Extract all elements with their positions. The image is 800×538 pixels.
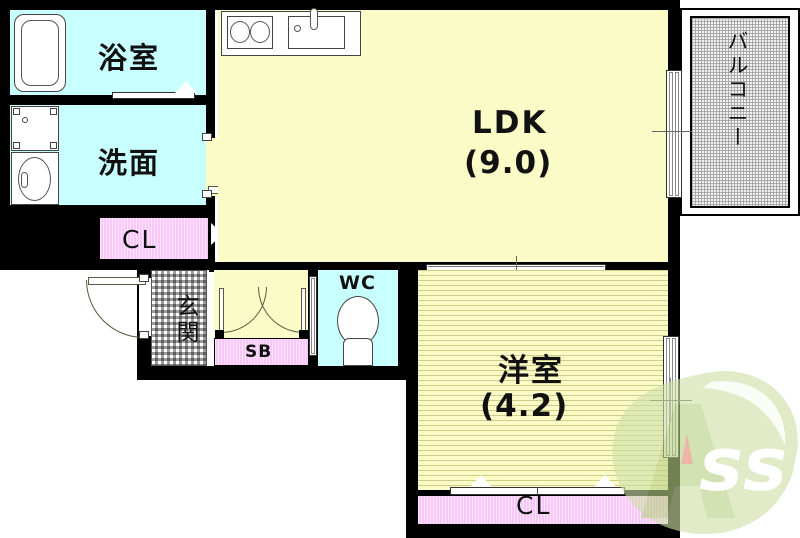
room-area-bedroom: (4.2) xyxy=(480,388,569,424)
room-label-wc: WC xyxy=(339,272,376,294)
room-shoebox-floor xyxy=(214,338,310,366)
watermark-text: ssist xyxy=(699,422,798,508)
wall-bedroom-bottom xyxy=(406,524,680,538)
washroom-door-hinge-top xyxy=(202,133,212,141)
bedroom-window-mullion-v xyxy=(670,378,671,422)
wall-right-mid xyxy=(668,196,680,271)
entrance-door-hinge-bottom xyxy=(139,331,149,339)
entrance-door-leaf[interactable] xyxy=(88,277,146,285)
entrance-door-hinge-top xyxy=(139,274,149,282)
room-label-shoebox: SB xyxy=(245,342,273,362)
toilet-tank xyxy=(343,338,373,366)
shoebox-jamb-left xyxy=(215,330,224,339)
washroom-door-hinge-bottom xyxy=(202,190,212,198)
wash-basin-faucet xyxy=(21,172,28,188)
balcony-slider-mullion-v xyxy=(672,110,673,152)
wall-bedroom-left xyxy=(406,262,420,538)
room-area-ldk: (9.0) xyxy=(464,145,553,181)
stove-burner-right xyxy=(250,21,270,43)
room-closet-hall-floor xyxy=(99,217,209,260)
room-label-genkan: 玄関 xyxy=(172,294,198,346)
balcony-slider-pane-b[interactable] xyxy=(675,72,679,196)
closet-bedroom-fold-icon-left xyxy=(470,475,492,487)
room-label-washroom: 洗面 xyxy=(98,146,161,180)
entrance-door-swing-arc xyxy=(86,280,144,338)
bathtub-inner xyxy=(21,20,59,86)
room-label-bath: 浴室 xyxy=(98,41,161,75)
shoebox-door-leaf-left[interactable] xyxy=(219,288,224,334)
bedroom-window-pane-b[interactable] xyxy=(672,338,676,456)
ldk-bedroom-slider-mullion xyxy=(516,256,517,278)
room-label-ldk: LDK xyxy=(472,105,548,141)
washer-pan-corner-tr xyxy=(50,108,57,115)
washer-pan-corner-br xyxy=(50,142,57,149)
room-balcony-floor xyxy=(690,16,790,208)
stove-burner-left xyxy=(230,21,250,43)
closet-bedroom-rail-mullion xyxy=(537,487,538,495)
room-label-balcony: バルコニー xyxy=(725,30,749,150)
wash-basin-bowl xyxy=(18,157,51,201)
washer-pan-corner-bl xyxy=(13,142,20,149)
shoebox-door-leaf-right[interactable] xyxy=(301,288,306,334)
room-label-closet-bedroom: CL xyxy=(516,491,552,520)
bath-door-fold-icon xyxy=(175,81,197,93)
wall-right-upper xyxy=(668,0,680,72)
wall-top xyxy=(210,0,680,10)
room-genkan-floor xyxy=(151,270,207,366)
washer-drain-icon xyxy=(22,117,28,123)
wall-genkan-bottom xyxy=(137,366,417,380)
kitchen-sink-drain xyxy=(294,25,301,32)
room-label-closet-hall: CL xyxy=(122,225,158,254)
room-label-bedroom: 洋室 xyxy=(498,353,564,389)
washer-pan-corner-tl xyxy=(13,108,20,115)
bath-door-rail[interactable] xyxy=(112,92,195,99)
shoebox-jamb-right xyxy=(299,330,308,339)
kitchen-faucet xyxy=(310,8,318,30)
closet-bedroom-fold-icon-right xyxy=(594,475,616,487)
bedroom-window-mullion-h xyxy=(650,400,692,401)
wc-door-pane[interactable] xyxy=(311,278,315,354)
